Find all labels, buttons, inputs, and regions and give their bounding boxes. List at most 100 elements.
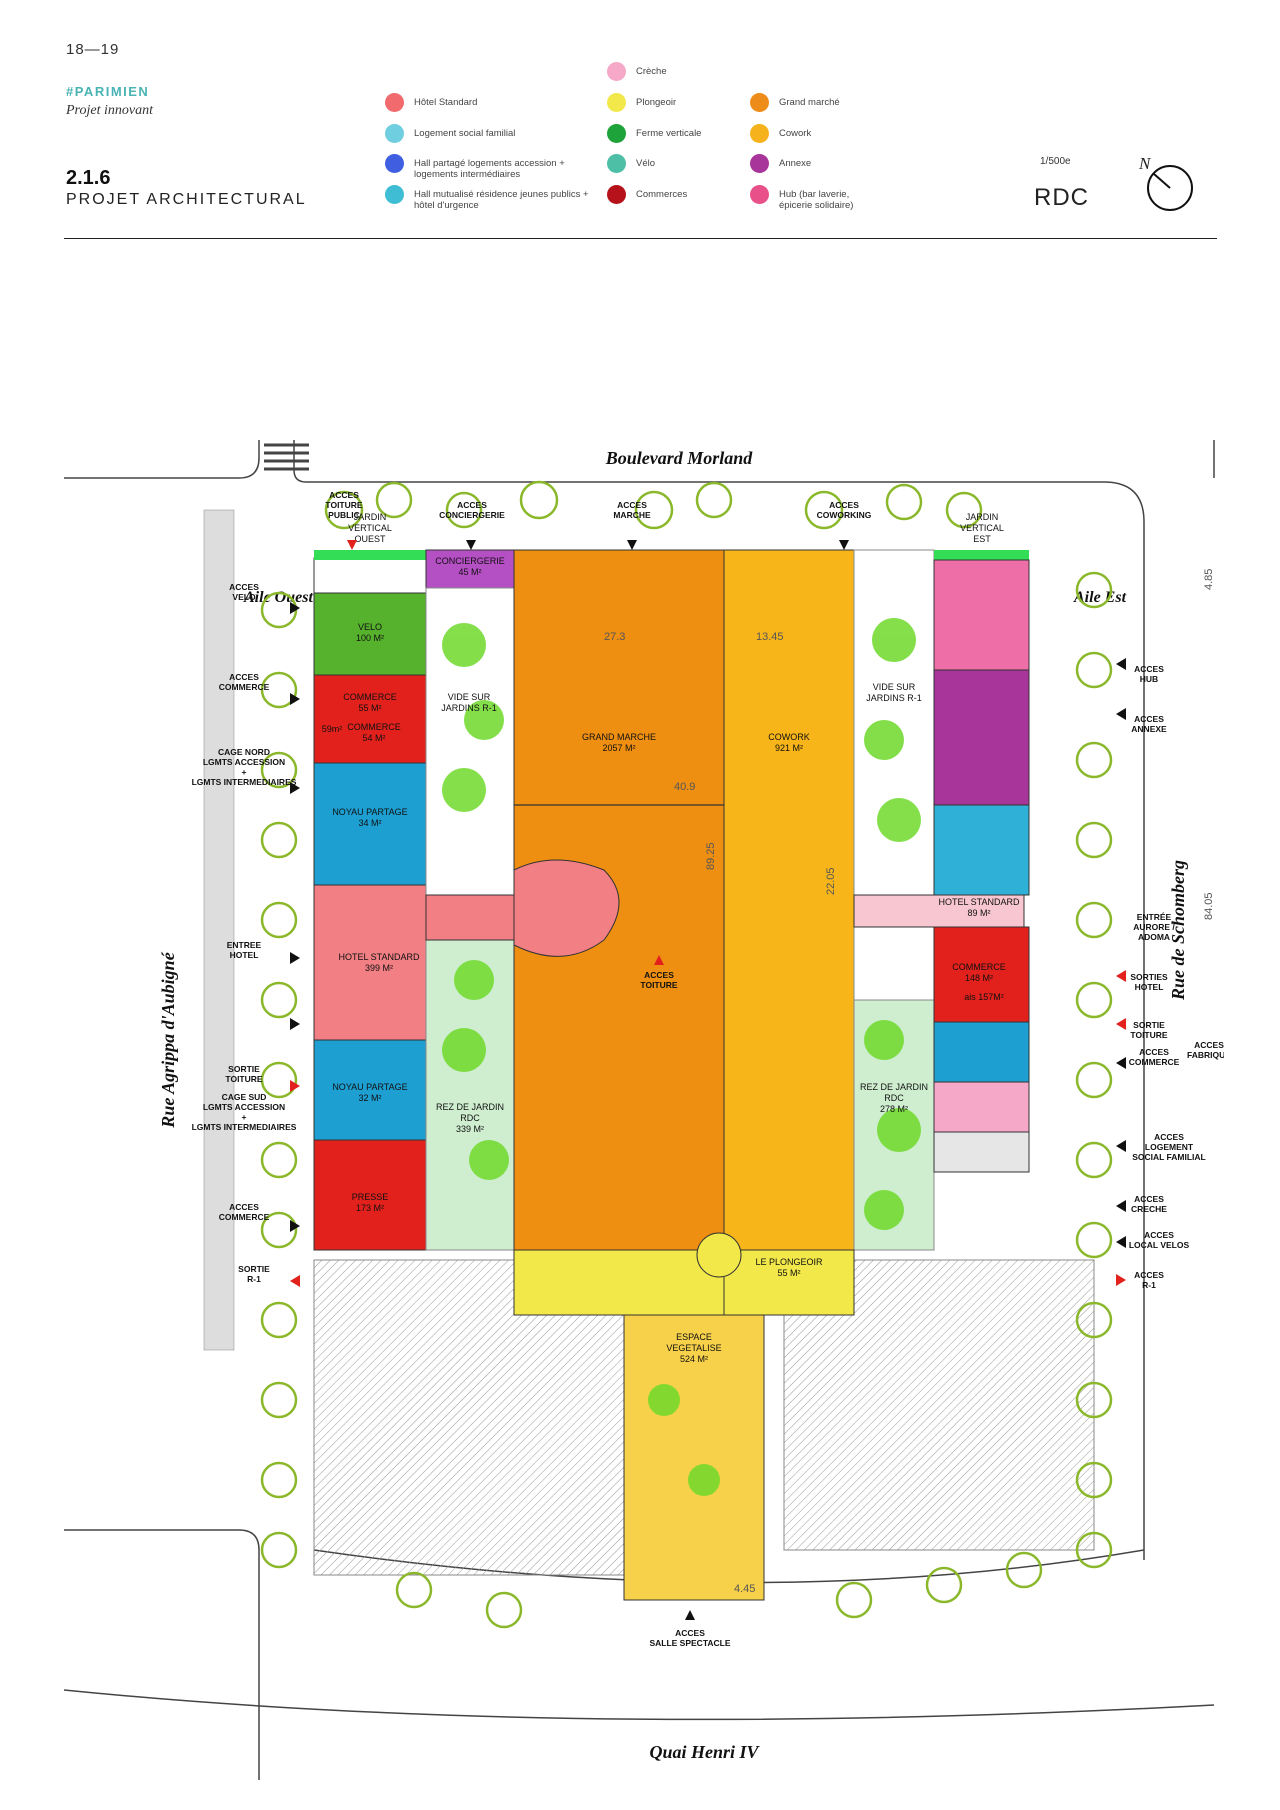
access-label-fabrique: ACCESFABRIQUE xyxy=(1187,1040,1224,1060)
courtyard-trees xyxy=(442,618,921,1496)
svg-text:27.3: 27.3 xyxy=(604,631,625,643)
legend-item: Hall partagé logements accession + logem… xyxy=(385,154,595,180)
legend-swatch xyxy=(607,93,626,112)
trees xyxy=(260,480,1113,1629)
legend-label: Commerces xyxy=(636,189,688,200)
floor-plan: Boulevard Morland Quai Henri IV Rue Agri… xyxy=(64,440,1224,1780)
legend-swatch xyxy=(385,93,404,112)
level-label: RDC xyxy=(1034,184,1089,211)
legend-item: Annexe xyxy=(750,154,880,173)
legend-label: Hub (bar laverie, épicerie solidaire) xyxy=(779,189,854,211)
svg-text:84.05: 84.05 xyxy=(1203,892,1215,920)
hotel-passage xyxy=(425,894,515,941)
legend-item: Vélo xyxy=(607,154,737,173)
legend-label: Crèche xyxy=(636,66,667,77)
dimensions: 27.3 13.45 40.9 89.25 22.05 4.85 84.05 4… xyxy=(604,569,1215,1595)
room-label-commerce2b: 59m² xyxy=(322,724,343,734)
svg-text:22.05: 22.05 xyxy=(825,867,837,895)
street-west: Rue Agrippa d'Aubigné xyxy=(158,951,178,1128)
legend-label: Hall partagé logements accession + logem… xyxy=(414,158,565,180)
room-velo xyxy=(313,592,427,676)
legend-swatch xyxy=(750,93,769,112)
legend-label: Hall mutualisé résidence jeunes publics … xyxy=(414,189,589,211)
room-label-commerce_e2: ais 157M² xyxy=(964,992,1004,1002)
room-services-south xyxy=(513,1249,725,1316)
svg-text:4.85: 4.85 xyxy=(1203,569,1215,590)
legend-item: Grand marché xyxy=(750,93,880,112)
room-commerce-e xyxy=(933,926,1030,1023)
svg-text:4.45: 4.45 xyxy=(734,1583,755,1595)
room-conciergerie xyxy=(425,549,515,589)
legend-label: Cowork xyxy=(779,128,812,139)
svg-text:89.25: 89.25 xyxy=(705,842,717,870)
jardin-vertical-ouest-strip xyxy=(314,550,426,560)
crosswalk-west xyxy=(203,509,235,1351)
legend-label: Annexe xyxy=(779,158,812,169)
jardin-vertical-est-strip xyxy=(934,550,1029,560)
legend-swatch xyxy=(607,124,626,143)
legend-label: Ferme verticale xyxy=(636,128,702,139)
room-noyau-sud xyxy=(313,1039,427,1141)
project-tag: #PARIMIEN xyxy=(66,84,150,99)
room-presse xyxy=(313,1139,427,1251)
legend-item: Crèche xyxy=(607,62,737,81)
project-subtitle: Projet innovant xyxy=(66,103,153,118)
room-noyau-nord xyxy=(313,762,427,886)
legend-label: Grand marché xyxy=(779,97,840,108)
hotel-lobby xyxy=(513,859,620,957)
section-title: PROJET ARCHITECTURAL xyxy=(66,191,307,208)
legend-item: Cowork xyxy=(750,124,880,143)
legend-swatch xyxy=(385,124,404,143)
room-commerce-w xyxy=(313,674,427,764)
section-number: 2.1.6 xyxy=(66,167,111,189)
scale-label: 1/500e xyxy=(1040,156,1071,167)
street-north: Boulevard Morland xyxy=(605,448,754,468)
street-east: Rue de Schomberg xyxy=(1168,860,1188,1001)
room-annexe xyxy=(933,669,1030,806)
legend-label: Plongeoir xyxy=(636,97,677,108)
crosswalk-top xyxy=(264,443,309,471)
access-arrows xyxy=(290,540,1126,1620)
wing-east: Aile Est xyxy=(1073,589,1127,606)
legend-swatch xyxy=(750,124,769,143)
room-plongeoir xyxy=(723,1249,855,1316)
legend-swatch xyxy=(607,185,626,204)
legend-item: Commerces xyxy=(607,185,737,204)
legend-swatch xyxy=(750,185,769,204)
